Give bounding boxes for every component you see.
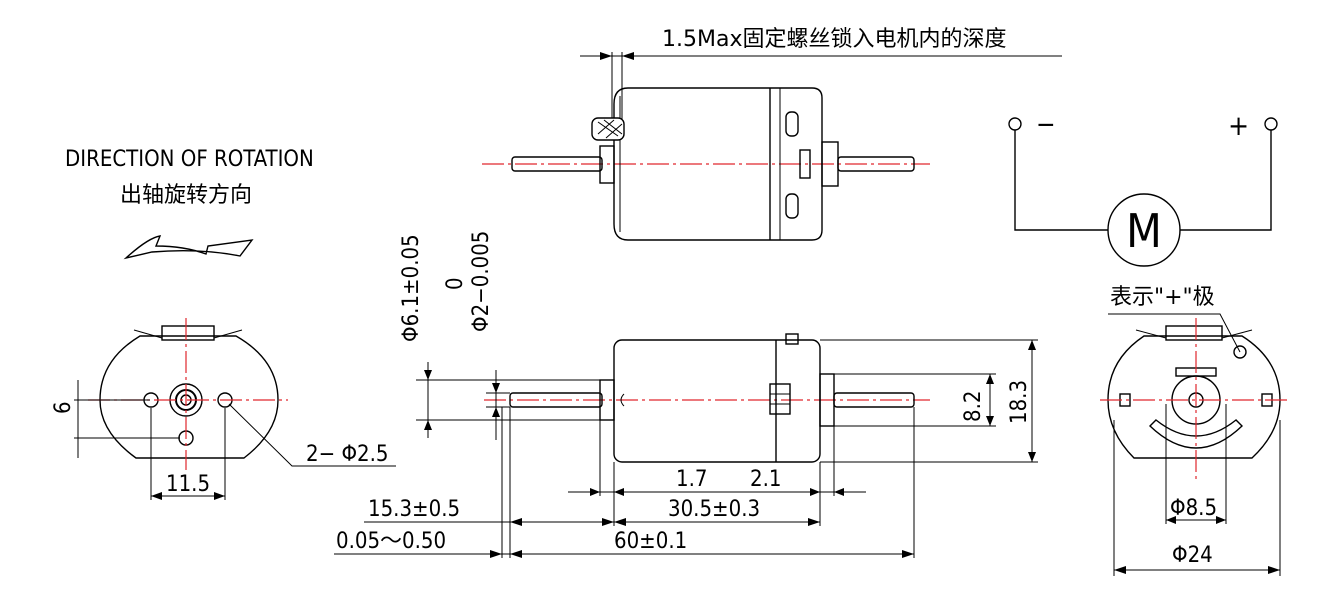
plus-pole-note: 表示"+"极 bbox=[1110, 285, 1215, 310]
side-view-dimensions: Φ6.1±0.05 0 Φ2−0.005 8.2 18.3 1.7 2.1 bbox=[334, 231, 1038, 558]
depth-note: 1.5Max固定螺丝锁入电机内的深度 bbox=[580, 27, 1062, 130]
dim-shaft-dia: Φ6.1±0.05 bbox=[399, 234, 424, 342]
dim-6: 6 bbox=[51, 401, 76, 414]
terminal-minus-icon bbox=[1008, 117, 1022, 131]
rotation-arrow-icon bbox=[123, 235, 254, 260]
motor-symbol-icon bbox=[1107, 193, 1181, 267]
left-end-view: 6 11.5 2− Φ2.5 bbox=[51, 318, 396, 500]
dim-11-5: 11.5 bbox=[166, 472, 210, 497]
motor-top-view bbox=[482, 87, 930, 241]
dim-18-3: 18.3 bbox=[1007, 380, 1032, 424]
dim-60: 60±0.1 bbox=[614, 529, 687, 554]
depth-note-text: 1.5Max固定螺丝锁入电机内的深度 bbox=[662, 27, 1006, 52]
terminal-minus-label: − bbox=[1036, 110, 1056, 140]
rotation-direction: DIRECTION OF ROTATION 出轴旋转方向 bbox=[65, 147, 314, 260]
right-end-view: 表示"+"极 Φ8.5 Φ24 bbox=[1100, 285, 1290, 576]
dim-0-05: 0.05～0.50 bbox=[336, 529, 446, 554]
dim-30-5: 30.5±0.3 bbox=[668, 497, 760, 522]
terminal-plus-icon bbox=[1264, 117, 1278, 131]
direction-en: DIRECTION OF ROTATION bbox=[65, 147, 314, 172]
dim-shaft-dia2: Φ2−0.005 bbox=[469, 231, 494, 332]
dim-15-3: 15.3±0.5 bbox=[368, 497, 460, 522]
motor-side-view bbox=[484, 333, 930, 463]
motor-symbol-label: M bbox=[1126, 204, 1162, 258]
dim-shaft-tol: 0 bbox=[443, 277, 468, 290]
motor-schematic: − + M bbox=[1008, 109, 1278, 267]
direction-cn: 出轴旋转方向 bbox=[120, 183, 252, 208]
dim-2-1: 2.1 bbox=[750, 467, 781, 492]
dim-phi24: Φ24 bbox=[1172, 543, 1213, 568]
dim-8-2: 8.2 bbox=[961, 391, 986, 422]
terminal-plus-label: + bbox=[1228, 109, 1249, 142]
dim-phi8-5: Φ8.5 bbox=[1170, 496, 1217, 521]
dim-1-7: 1.7 bbox=[676, 467, 707, 492]
dim-holes: 2− Φ2.5 bbox=[306, 442, 389, 467]
plus-mark-icon bbox=[1233, 345, 1247, 359]
